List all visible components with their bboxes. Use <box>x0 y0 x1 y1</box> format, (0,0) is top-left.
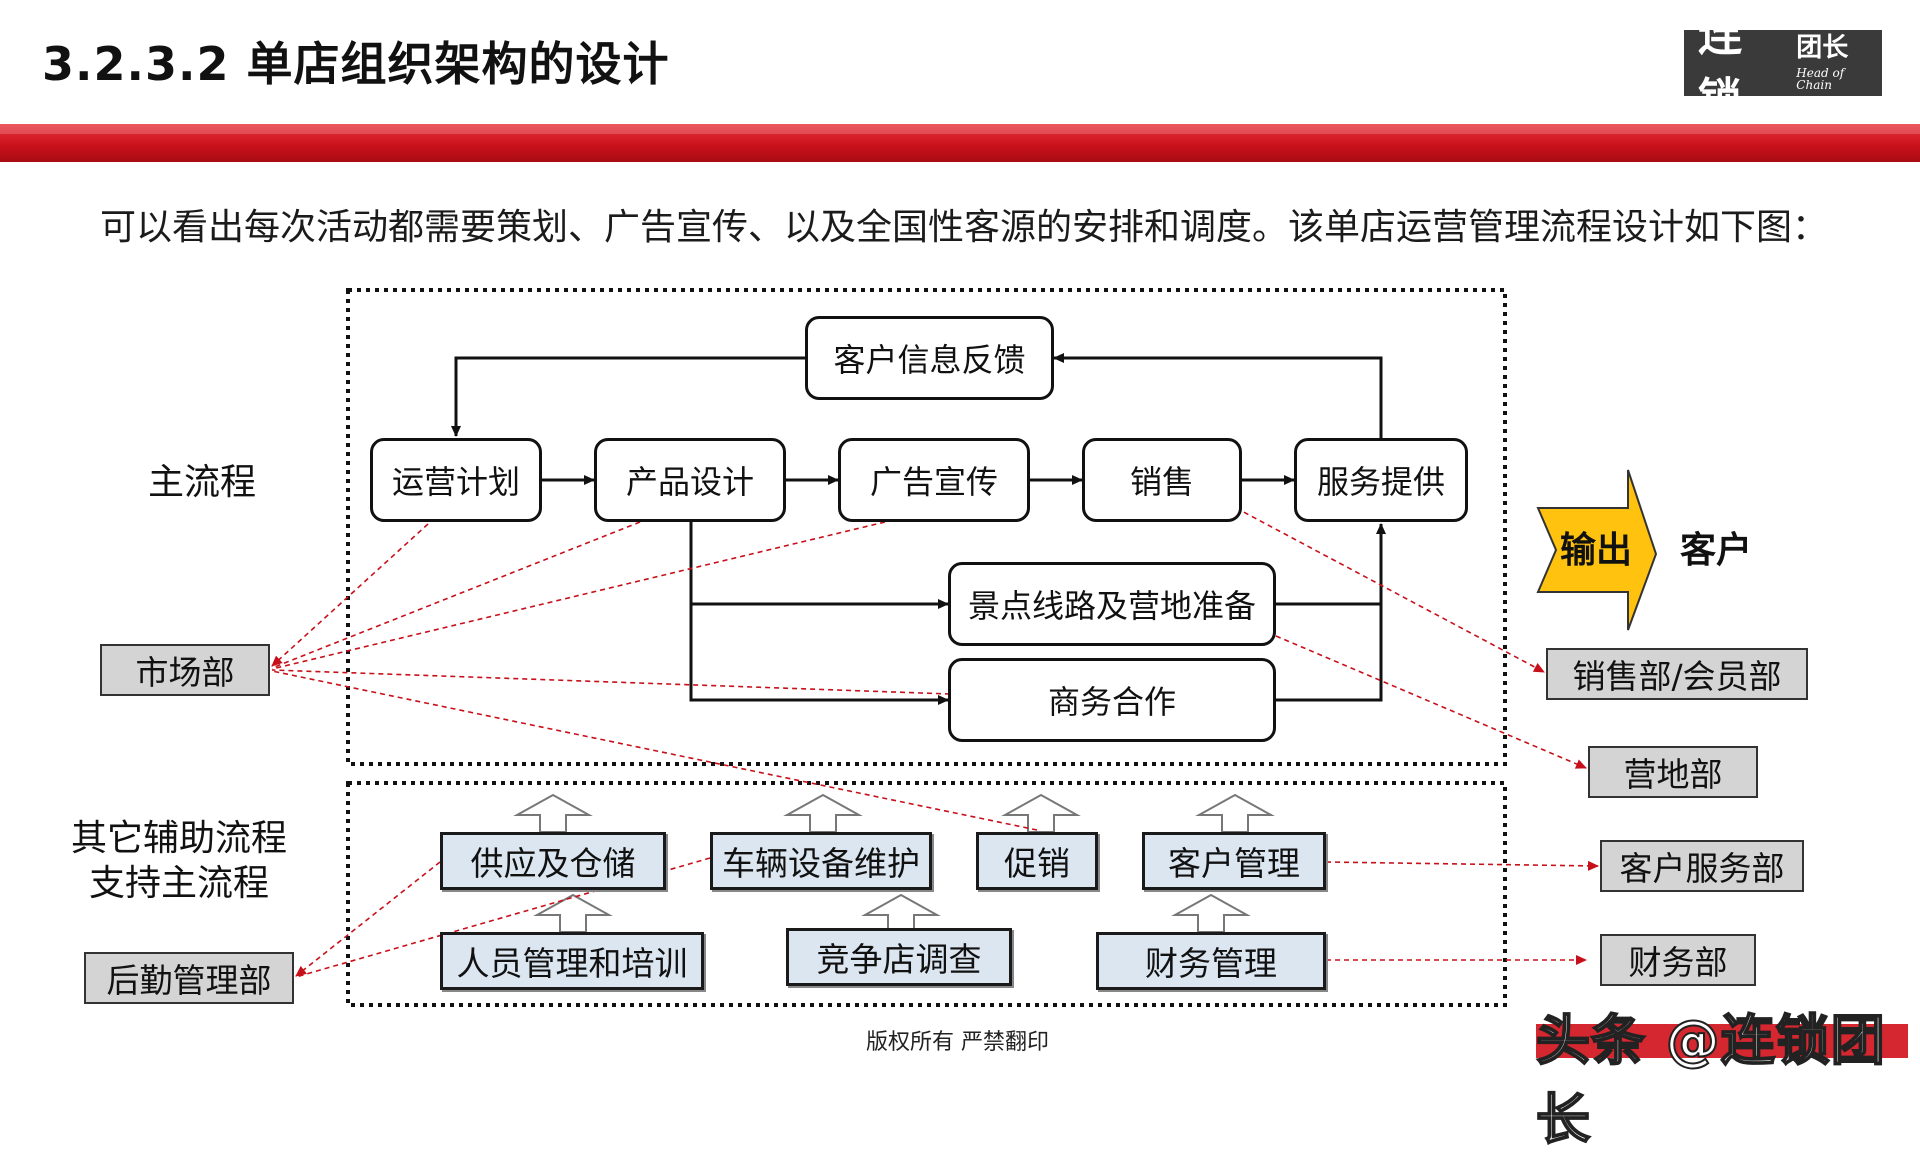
dept-logistics: 后勤管理部 <box>84 952 294 1004</box>
node-service: 服务提供 <box>1294 438 1468 522</box>
watermark-text: 头条 @连锁团长 <box>1535 1008 1886 1152</box>
logo-main-text: 连锁 <box>1698 10 1744 125</box>
node-route-camp-prep: 景点线路及营地准备 <box>948 562 1276 646</box>
logistics-links <box>295 857 711 978</box>
node-product-design: 产品设计 <box>594 438 786 522</box>
dept-sales-member: 销售部/会员部 <box>1546 648 1808 700</box>
main-flow-label: 主流程 <box>148 462 257 503</box>
logo-sub-text: 团长 <box>1796 33 1849 63</box>
dept-customer-service: 客户服务部 <box>1600 840 1804 892</box>
page-title: 3.2.3.2 单店组织架构的设计 <box>42 37 670 91</box>
arrow-service-feedback <box>1053 353 1383 438</box>
hollow-up-arrows <box>513 793 1275 933</box>
node-advertising: 广告宣传 <box>838 438 1030 522</box>
aux-flow-label-line1: 其它辅助流程 <box>70 818 287 859</box>
aux-flow-label: 其它辅助流程 支持主流程 <box>70 816 288 906</box>
node-sales: 销售 <box>1082 438 1242 522</box>
dept-camp: 营地部 <box>1588 746 1758 798</box>
brand-logo: 连锁 团长 Head of Chain <box>1684 10 1882 125</box>
node-promotion: 促销 <box>976 832 1098 890</box>
node-competitor-research: 竞争店调查 <box>786 928 1012 986</box>
dept-market: 市场部 <box>100 644 270 696</box>
output-label: 输出 <box>1560 530 1633 571</box>
market-links <box>271 521 1038 831</box>
arrow-product-route <box>689 522 949 609</box>
node-hr-training: 人员管理和培训 <box>440 932 704 990</box>
node-finance-management: 财务管理 <box>1096 932 1326 990</box>
aux-flow-frame <box>346 781 1507 1007</box>
watermark-bar <box>1536 1024 1908 1058</box>
diagram-connectors <box>271 288 1658 1007</box>
arrow-product-business <box>689 604 949 705</box>
node-business-cooperation: 商务合作 <box>948 658 1276 742</box>
node-vehicle-maintenance: 车辆设备维护 <box>710 832 932 890</box>
dept-finance: 财务部 <box>1600 934 1756 986</box>
arrow-business-service <box>1276 523 1386 702</box>
aux-flow-label-line2: 支持主流程 <box>88 863 269 904</box>
arrow-feedback-plan <box>451 356 805 437</box>
output-target: 客户 <box>1680 530 1753 571</box>
dept-links <box>1235 507 1599 965</box>
main-flow-frame <box>346 288 1507 766</box>
logo-english-text: Head of Chain <box>1796 66 1845 92</box>
node-operation-plan: 运营计划 <box>370 438 542 522</box>
output-arrow <box>1536 469 1658 631</box>
node-customer-management: 客户管理 <box>1142 832 1326 890</box>
copyright-footer: 版权所有 严禁翻印 <box>866 1030 1049 1055</box>
header-red-bar <box>0 124 1920 162</box>
intro-text: 可以看出每次活动都需要策划、广告宣传、以及全国性客源的安排和调度。该单店运营管理… <box>100 207 1829 248</box>
node-supply-storage: 供应及仓储 <box>440 832 666 890</box>
node-customer-feedback: 客户信息反馈 <box>805 316 1054 400</box>
